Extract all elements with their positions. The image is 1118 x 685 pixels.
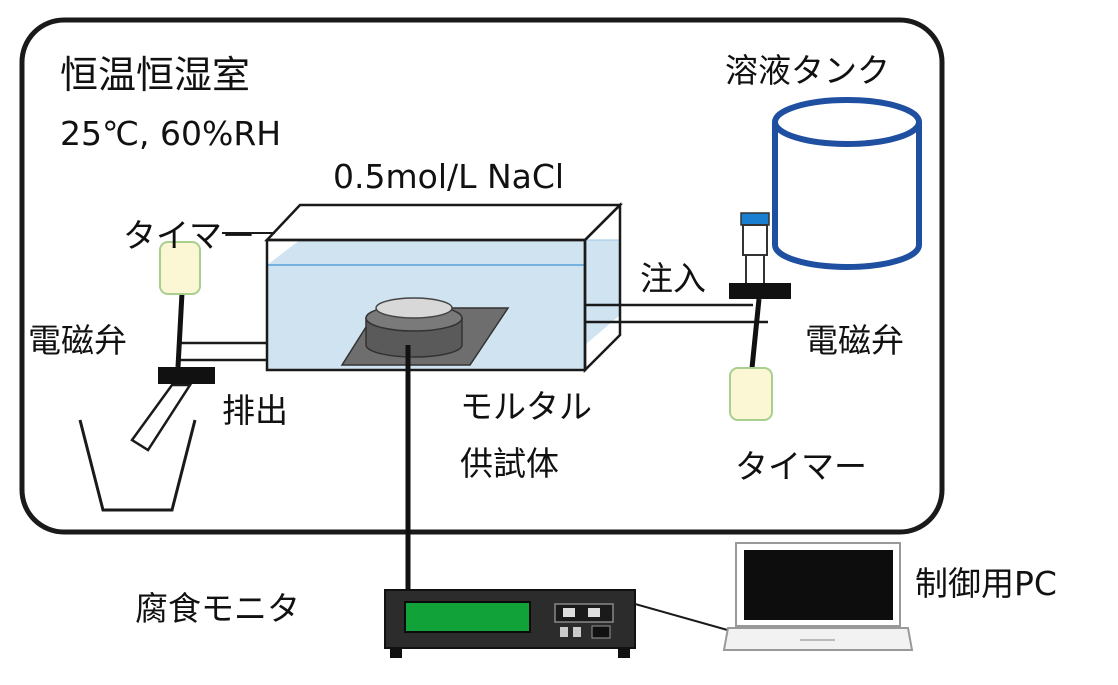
drain-pipe (130, 341, 267, 452)
left-timer-box (159, 241, 201, 295)
chamber-conditions: 25℃, 60%RH (60, 114, 281, 153)
left-timer-label: タイマー (123, 216, 255, 255)
chamber-title: 恒温恒湿室 (60, 53, 250, 97)
specimen-label-line2: 供試体 (460, 444, 559, 483)
right-valve-label: 電磁弁 (805, 321, 904, 360)
pc-label: 制御用PC (915, 564, 1057, 603)
left-solenoid-valve (158, 367, 215, 384)
drain-label: 排出 (222, 391, 288, 430)
monitor-label: 腐食モニタ (135, 589, 300, 628)
right-timer-label: タイマー (735, 447, 867, 486)
drain-beaker (78, 419, 197, 512)
pc-cable (634, 603, 732, 632)
solution-tank (772, 97, 922, 270)
right-solenoid-valve (729, 283, 791, 299)
mortar-specimen (340, 297, 510, 366)
specimen-label-line1: モルタル (460, 387, 592, 426)
inject-pipe (585, 303, 768, 324)
right-timer-cable (749, 298, 762, 369)
left-valve-label: 電磁弁 (28, 321, 127, 360)
left-timer-cable (175, 292, 185, 368)
corrosion-monitor (384, 589, 636, 658)
specimen-container (264, 201, 624, 374)
inject-label: 注入 (640, 259, 706, 298)
control-pc (722, 542, 914, 651)
right-timer-box (729, 367, 773, 421)
tank-label: 溶液タンク (725, 51, 890, 90)
tank-nozzle (740, 212, 770, 286)
solution-label: 0.5mol/L NaCl (333, 157, 564, 196)
